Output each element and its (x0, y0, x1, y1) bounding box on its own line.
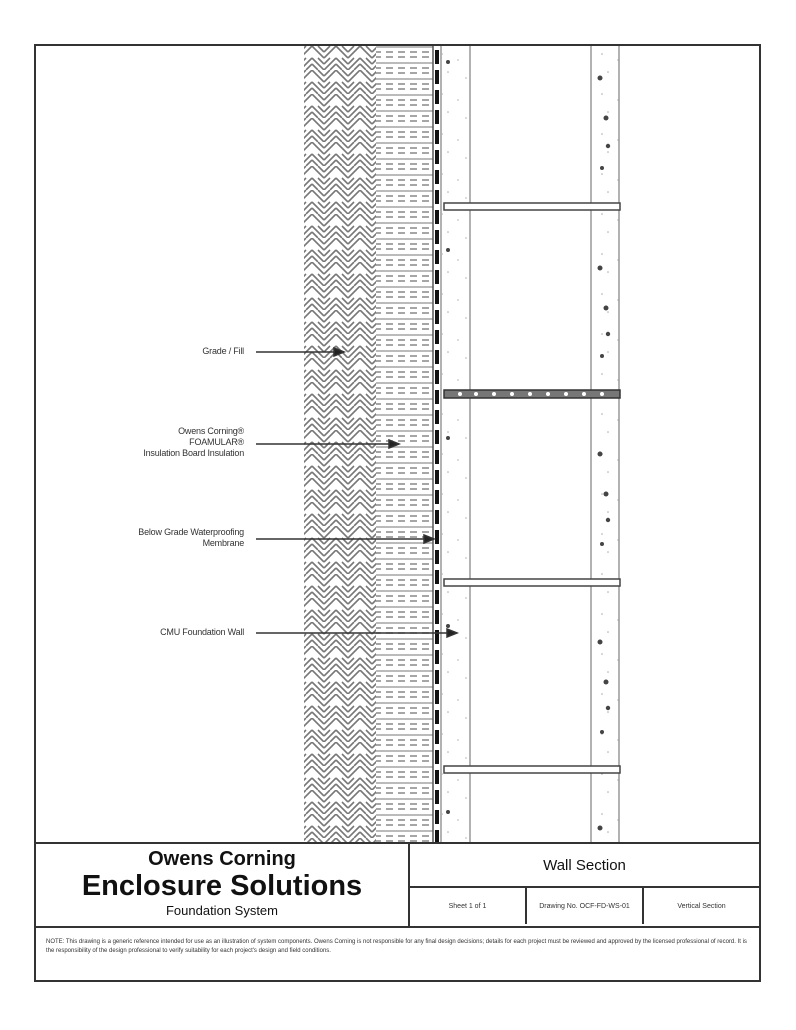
callout-grade-fill: Grade / Fill (202, 346, 244, 357)
title-block-info: Wall Section Sheet 1 of 1 Drawing No. OC… (410, 844, 759, 926)
callout-text: Below Grade Waterproofing (138, 527, 244, 537)
disclaimer-note: NOTE: This drawing is a generic referenc… (36, 926, 759, 980)
company-name: Owens Corning (148, 848, 296, 870)
drawing-number: Drawing No. OCF-FD-WS-01 (527, 888, 644, 924)
drawing-sheet: Grade / Fill Owens Corning® FOAMULAR® In… (34, 44, 761, 982)
callout-waterproofing: Below Grade Waterproofing Membrane (138, 527, 244, 549)
callout-text: Grade / Fill (202, 346, 244, 356)
product-name: Enclosure Solutions (81, 870, 363, 902)
wall-section-graphic (256, 46, 621, 842)
sheet-number: Sheet 1 of 1 (410, 888, 527, 924)
title-block-cells: Sheet 1 of 1 Drawing No. OCF-FD-WS-01 Ve… (410, 888, 759, 924)
callout-text: CMU Foundation Wall (160, 627, 244, 637)
callout-text: Insulation Board Insulation (143, 448, 244, 458)
title-block-brand: Owens Corning Enclosure Solutions Founda… (36, 844, 410, 926)
callout-text: FOAMULAR® (189, 437, 244, 447)
callout-cmu-wall: CMU Foundation Wall (160, 627, 244, 638)
callout-insulation: Owens Corning® FOAMULAR® Insulation Boar… (143, 426, 244, 459)
title-block: Owens Corning Enclosure Solutions Founda… (36, 842, 759, 926)
wall-section-drawing: Grade / Fill Owens Corning® FOAMULAR® In… (36, 46, 759, 842)
callout-text: Owens Corning® (178, 426, 244, 436)
system-name: Foundation System (165, 903, 278, 918)
drawing-title: Wall Section (410, 844, 759, 888)
callout-text: Membrane (202, 538, 245, 548)
section-type: Vertical Section (677, 902, 726, 910)
